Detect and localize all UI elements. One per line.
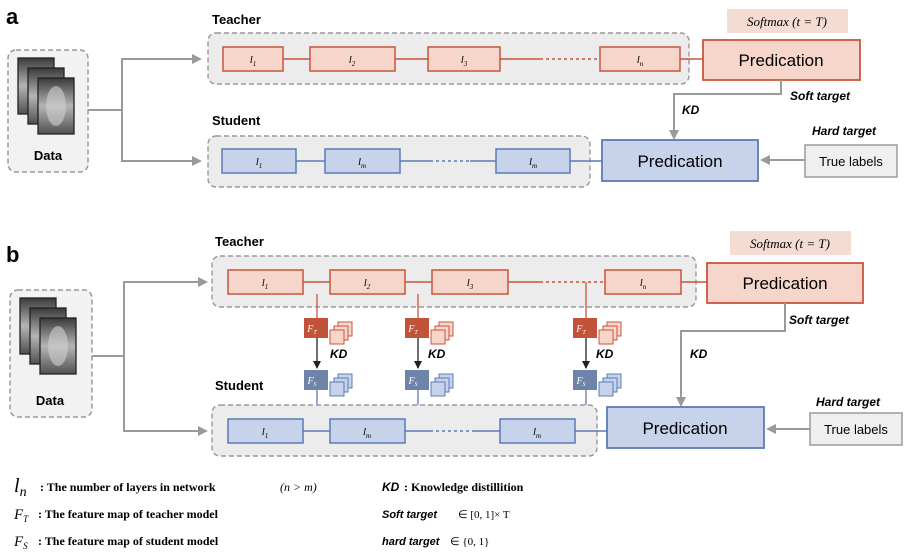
data-label: Data bbox=[34, 148, 63, 163]
student-layer-1 bbox=[221, 148, 297, 174]
teacher-cube-icon-3 bbox=[598, 321, 622, 345]
student-cube-icon-3 bbox=[598, 373, 622, 397]
legend-fs-symbol: FS bbox=[13, 534, 28, 551]
legend-ln-text: : The number of layers in network bbox=[40, 480, 216, 494]
teacher-title: Teacher bbox=[212, 12, 261, 27]
soft-target-label-b: Soft target bbox=[789, 313, 850, 327]
svg-text:FT: FT bbox=[306, 324, 317, 336]
student-prediction-label: Predication bbox=[637, 152, 722, 171]
teacher-cube-icon-2 bbox=[430, 321, 454, 345]
panel-a: a Data Teacher l1 l2 l3 ln Softmax (t = bbox=[6, 4, 898, 188]
svg-text:l2: l2 bbox=[364, 277, 371, 291]
softmax-label-box bbox=[727, 9, 848, 33]
true-labels-box-b bbox=[809, 412, 903, 446]
hard-target-label: Hard target bbox=[812, 124, 877, 138]
svg-text:ln: ln bbox=[637, 54, 644, 68]
svg-text:l3: l3 bbox=[461, 54, 468, 68]
student-prediction-box bbox=[601, 139, 759, 182]
svg-text:lm: lm bbox=[358, 156, 366, 170]
legend-ln-cond: (n > m) bbox=[280, 480, 317, 494]
student-cube-icon-2 bbox=[430, 373, 454, 397]
teacher-layer-1-b bbox=[227, 269, 304, 295]
svg-text:FT: FT bbox=[575, 324, 586, 336]
softmax-label-b: Softmax (t = T) bbox=[750, 236, 830, 251]
mri-stack-icon bbox=[17, 57, 75, 135]
student-layer-m2 bbox=[495, 148, 571, 174]
legend-hard-val: ∈ {0, 1} bbox=[450, 536, 489, 548]
student-layer-m2-b bbox=[499, 418, 576, 444]
panel-b-label: b bbox=[6, 242, 19, 267]
kd-label-b2: KD bbox=[428, 347, 446, 361]
teacher-layer-2-b bbox=[329, 269, 406, 295]
svg-text:FS: FS bbox=[306, 376, 316, 388]
legend-soft-key: Soft target bbox=[382, 509, 438, 521]
teacher-feature-map-2: FT bbox=[405, 318, 429, 338]
legend-ln-symbol: ln bbox=[14, 475, 27, 500]
svg-text:ln: ln bbox=[640, 277, 647, 291]
softmax-label: Softmax (t = T) bbox=[747, 14, 827, 29]
svg-text:lm: lm bbox=[363, 426, 371, 440]
teacher-layer-3-b bbox=[431, 269, 509, 295]
softmax-label-box-b bbox=[730, 231, 851, 255]
kd-label-b3: KD bbox=[596, 347, 614, 361]
svg-text:lm: lm bbox=[533, 426, 541, 440]
teacher-prediction-box bbox=[702, 39, 861, 81]
svg-text:l1: l1 bbox=[250, 54, 257, 68]
teacher-layer-n-b bbox=[604, 269, 682, 295]
student-title: Student bbox=[212, 113, 261, 128]
svg-text:lm: lm bbox=[529, 156, 537, 170]
svg-text:l1: l1 bbox=[256, 156, 263, 170]
teacher-layer-3 bbox=[427, 46, 501, 72]
student-prediction-box-b bbox=[606, 406, 765, 449]
true-labels-label: True labels bbox=[819, 154, 883, 169]
teacher-feature-map-3: FT bbox=[573, 318, 597, 338]
student-layer-m1 bbox=[324, 148, 401, 174]
student-feature-map-1: FS bbox=[304, 370, 328, 390]
student-feature-map-2: FS bbox=[405, 370, 429, 390]
true-labels-label-b: True labels bbox=[824, 422, 888, 437]
svg-text:FS: FS bbox=[575, 376, 585, 388]
panel-a-label: a bbox=[6, 4, 19, 29]
student-feature-map-3: FS bbox=[573, 370, 597, 390]
hard-target-label-b: Hard target bbox=[816, 395, 881, 409]
true-labels-box bbox=[804, 144, 898, 178]
kd-label: KD bbox=[682, 103, 700, 117]
legend-ft-symbol: FT bbox=[13, 507, 29, 524]
legend-kd-text: : Knowledge distillition bbox=[404, 480, 524, 494]
svg-text:l1: l1 bbox=[262, 426, 269, 440]
legend-soft-val: ∈ [0, 1]× T bbox=[458, 509, 510, 521]
svg-text:FS: FS bbox=[407, 376, 417, 388]
teacher-prediction-box-b bbox=[706, 262, 864, 304]
data-label-b: Data bbox=[36, 393, 65, 408]
panel-b: b Data Teacher l1 l2 l3 ln Softmax (t = … bbox=[6, 231, 903, 457]
student-layer-m1-b bbox=[329, 418, 406, 444]
legend-kd-key: KD bbox=[382, 480, 400, 494]
legend: ln : The number of layers in network (n … bbox=[13, 475, 524, 551]
soft-target-label: Soft target bbox=[790, 89, 851, 103]
svg-text:l1: l1 bbox=[262, 277, 269, 291]
student-prediction-label-b: Predication bbox=[642, 419, 727, 438]
teacher-layer-2 bbox=[309, 46, 396, 72]
teacher-cube-icon-1 bbox=[329, 321, 353, 345]
legend-ft-text: : The feature map of teacher model bbox=[38, 507, 219, 521]
kd-label-b: KD bbox=[690, 347, 708, 361]
legend-hard-key: hard target bbox=[382, 536, 441, 548]
teacher-layer-n bbox=[599, 46, 681, 72]
teacher-layer-1 bbox=[222, 46, 284, 72]
svg-text:l2: l2 bbox=[349, 54, 356, 68]
student-title-b: Student bbox=[215, 378, 264, 393]
kd-label-b1: KD bbox=[330, 347, 348, 361]
teacher-prediction-label-b: Predication bbox=[742, 274, 827, 293]
teacher-feature-map-1: FT bbox=[304, 318, 328, 338]
student-cube-icon-1 bbox=[329, 373, 353, 397]
svg-text:FT: FT bbox=[407, 324, 418, 336]
svg-text:l3: l3 bbox=[467, 277, 474, 291]
teacher-prediction-label: Predication bbox=[738, 51, 823, 70]
teacher-title-b: Teacher bbox=[215, 234, 264, 249]
student-layer-1-b bbox=[227, 418, 304, 444]
mri-stack-icon-b bbox=[19, 297, 77, 375]
legend-fs-text: : The feature map of student model bbox=[38, 534, 219, 548]
